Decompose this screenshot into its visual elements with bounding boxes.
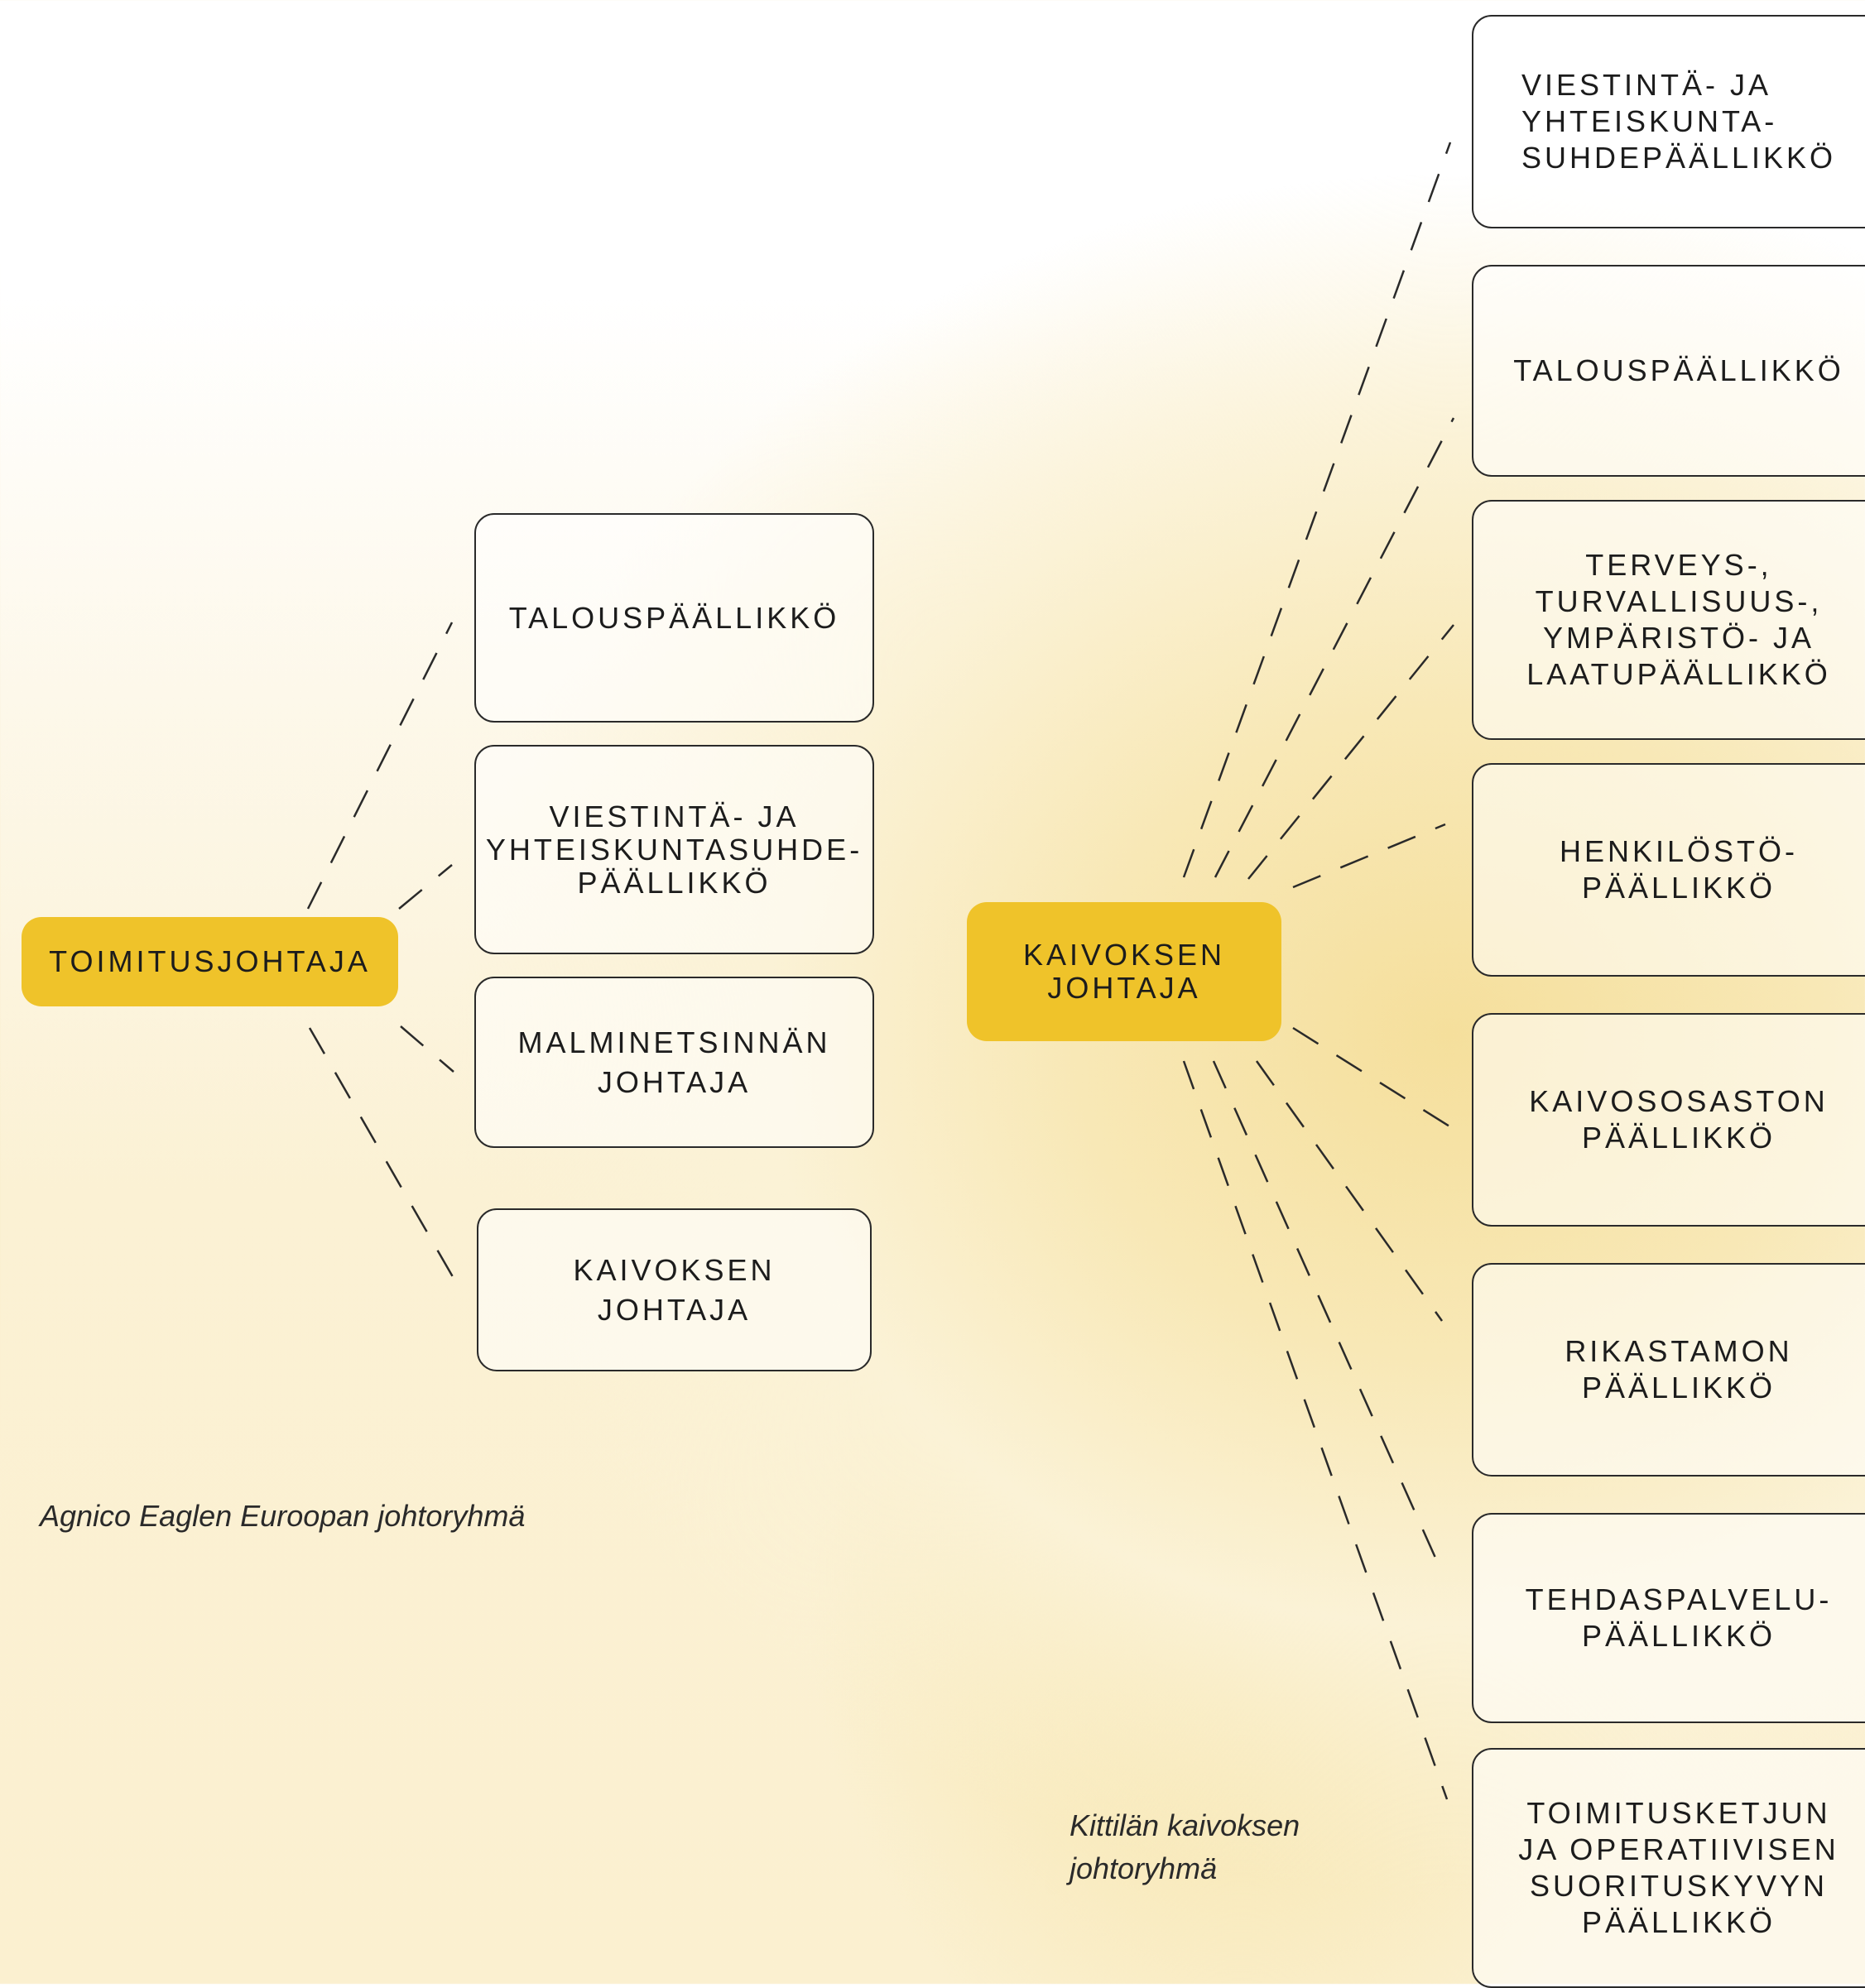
europe-member-box-4: KAIVOKSEN JOHTAJA [477,1208,872,1371]
kittila-lead-box: KAIVOKSEN JOHTAJA [967,902,1281,1041]
kittila-lead-label: KAIVOKSEN JOHTAJA [1022,938,1226,1005]
connector-kittila-1 [1182,142,1452,878]
europe-member-box-3: MALMINETSINNÄN JOHTAJA [474,977,874,1148]
kittila-member-label-8: TOIMITUSKETJUN JA OPERATIIVISEN SUORITUS… [1518,1796,1839,1939]
kittila-member-box-1: VIESTINTÄ- JA YHTEISKUNTA- SUHDEPÄÄLLIKK… [1472,15,1865,228]
kittila-member-box-8: TOIMITUSKETJUN JA OPERATIIVISEN SUORITUS… [1472,1748,1865,1988]
kittila-member-label-4: HENKILÖSTÖ- PÄÄLLIKKÖ [1559,834,1799,905]
europe-member-label-4: KAIVOKSEN JOHTAJA [573,1252,776,1327]
kittila-member-label-1: VIESTINTÄ- JA YHTEISKUNTA- SUHDEPÄÄLLIKK… [1521,68,1837,175]
kittila-member-label-5: KAIVOSOSASTON PÄÄLLIKKÖ [1529,1084,1829,1155]
connector-kittila-6 [1255,1060,1444,1322]
connector-europe-3 [400,1025,454,1073]
kittila-team-caption: Kittilän kaivoksen johtoryhmä [1069,1808,1300,1885]
connector-europe-4 [308,1027,457,1282]
europe-lead-label: TOIMITUSJOHTAJA [49,944,371,978]
kittila-member-box-7: TEHDASPALVELU- PÄÄLLIKKÖ [1472,1513,1865,1723]
kittila-member-box-2: TALOUSPÄÄLLIKKÖ [1472,265,1865,477]
kittila-member-label-6: RIKASTAMON PÄÄLLIKKÖ [1565,1334,1793,1405]
kittila-member-box-5: KAIVOSOSASTON PÄÄLLIKKÖ [1472,1013,1865,1227]
connector-kittila-3 [1247,624,1454,880]
connector-kittila-2 [1214,417,1455,878]
europe-member-label-2: VIESTINTÄ- JA YHTEISKUNTASUHDE- PÄÄLLIKK… [485,799,863,900]
connector-kittila-8 [1182,1060,1449,1800]
kittila-member-label-7: TEHDASPALVELU- PÄÄLLIKKÖ [1525,1582,1833,1653]
kittila-member-box-6: RIKASTAMON PÄÄLLIKKÖ [1472,1263,1865,1477]
connector-europe-1 [306,622,454,910]
europe-lead-box: TOIMITUSJOHTAJA [22,917,398,1006]
europe-member-label-1: TALOUSPÄÄLLIKKÖ [508,600,840,635]
connector-kittila-5 [1292,1026,1454,1131]
connector-europe-2 [398,864,453,910]
europe-member-label-3: MALMINETSINNÄN JOHTAJA [517,1025,831,1099]
kittila-member-label-3: TERVEYS-, TURVALLISUUS-, YMPÄRISTÖ- JA L… [1526,548,1831,691]
europe-team-caption: Agnico Eaglen Euroopan johtoryhmä [40,1499,526,1533]
kittila-member-box-4: HENKILÖSTÖ- PÄÄLLIKKÖ [1472,763,1865,977]
connector-kittila-7 [1212,1060,1444,1573]
europe-member-box-1: TALOUSPÄÄLLIKKÖ [474,513,874,723]
kittila-member-box-3: TERVEYS-, TURVALLISUUS-, YMPÄRISTÖ- JA L… [1472,500,1865,740]
kittila-member-label-2: TALOUSPÄÄLLIKKÖ [1513,353,1844,387]
europe-member-box-2: VIESTINTÄ- JA YHTEISKUNTASUHDE- PÄÄLLIKK… [474,745,874,954]
connector-kittila-4 [1292,823,1446,889]
